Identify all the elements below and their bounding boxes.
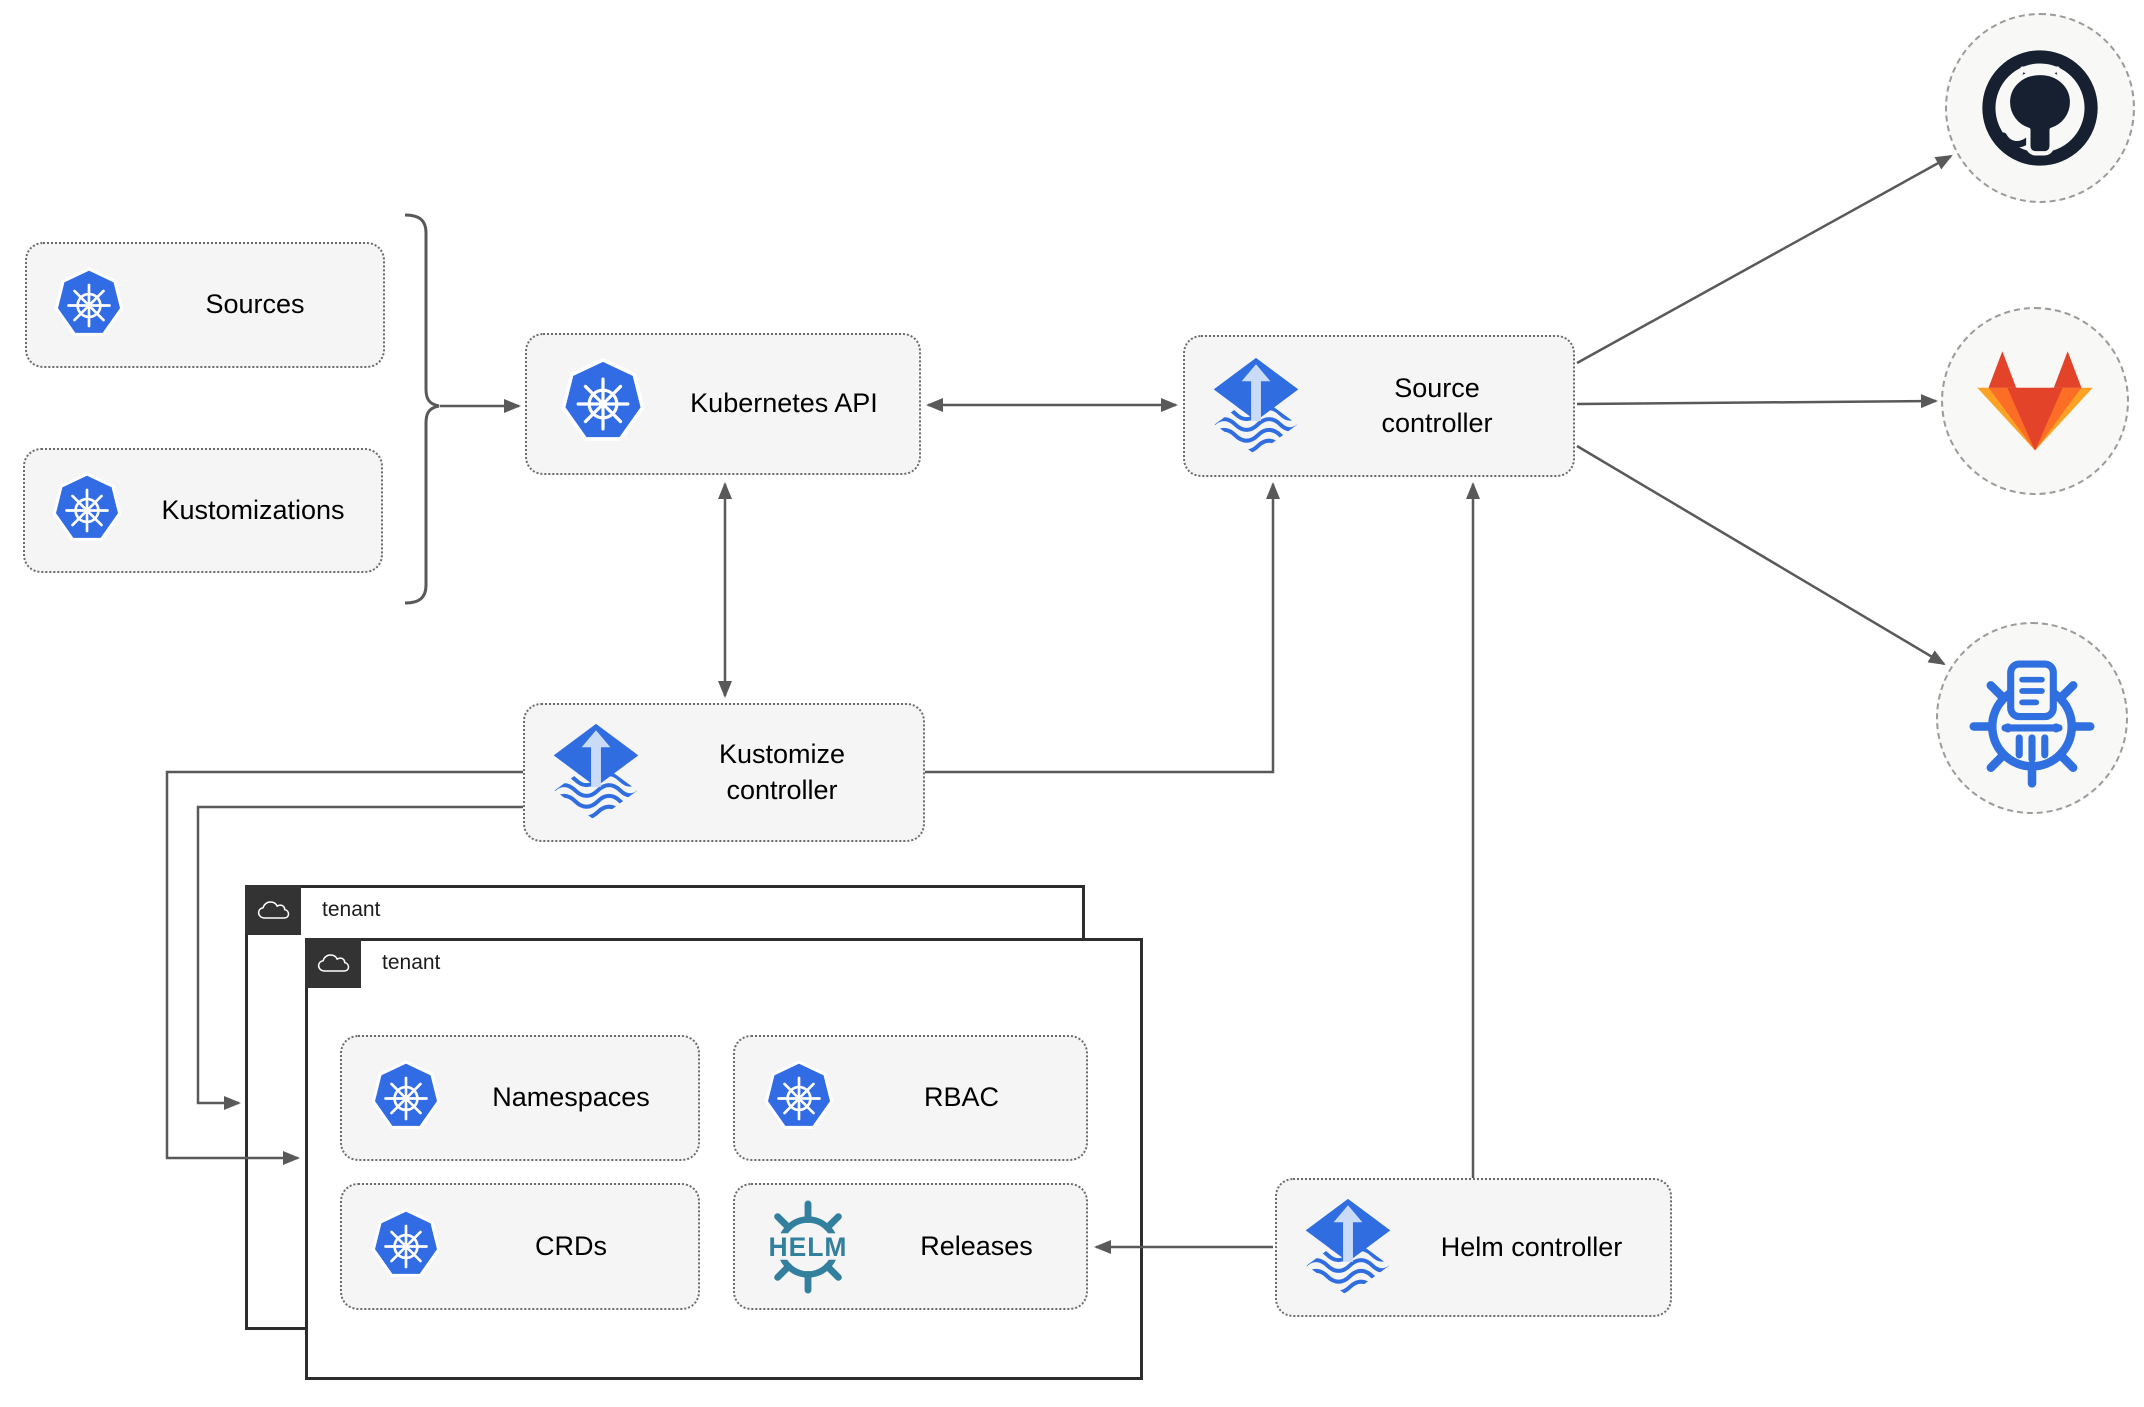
rbac-label: RBAC	[923, 1082, 999, 1113]
helm-controller-label: Helm controller	[1440, 1231, 1623, 1262]
crds-label: CRDs	[535, 1230, 607, 1261]
sources-node: Sources	[25, 242, 385, 368]
releases-node: HELM Releases	[733, 1183, 1088, 1310]
rbac-node: RBAC	[733, 1035, 1088, 1161]
gitlab-node	[1941, 307, 2129, 495]
crds-node: CRDs	[340, 1183, 700, 1310]
kubernetes-icon	[51, 266, 127, 345]
tenant-inner-badge	[305, 938, 361, 988]
source-controller-node: Source controller	[1183, 335, 1575, 477]
namespaces-label: Namespaces	[492, 1082, 650, 1113]
tenant-outer-badge	[245, 885, 301, 935]
kubernetes-icon	[761, 1059, 837, 1138]
registry-node	[1936, 622, 2128, 814]
kustomize-controller-node: Kustomize controller	[523, 703, 925, 842]
gitlab-icon	[1972, 345, 2098, 458]
edge-source-to-gitlab	[1576, 394, 1938, 409]
sources-label: Sources	[205, 289, 305, 320]
edge-kustomize-to-source	[925, 482, 1280, 774]
flux-icon	[1211, 356, 1301, 457]
source-controller-label: Source controller	[1381, 372, 1493, 438]
cloud-icon	[254, 896, 292, 924]
kustomizations-node: Kustomizations	[23, 448, 383, 573]
kustomizations-label: Kustomizations	[161, 494, 345, 525]
helm-icon: HELM	[749, 1198, 867, 1296]
sources-group-brace	[404, 213, 440, 605]
releases-label: Releases	[920, 1230, 1033, 1261]
cloud-icon	[314, 949, 352, 977]
kubernetes-icon	[368, 1207, 444, 1286]
kustomize-controller-label: Kustomize controller	[718, 739, 846, 805]
helm-logo-text: HELM	[769, 1231, 848, 1261]
kubernetes-icon	[49, 471, 125, 550]
kubernetes-api-node: Kubernetes API	[525, 333, 921, 475]
flux-icon	[1303, 1197, 1393, 1298]
kubernetes-api-label: Kubernetes API	[690, 388, 878, 419]
helm-controller-node: Helm controller	[1275, 1178, 1672, 1317]
tenant-outer-label: tenant	[322, 898, 381, 921]
edge-source-to-github	[1576, 154, 1953, 365]
github-icon	[1967, 35, 2113, 181]
github-node	[1945, 13, 2135, 203]
kubernetes-icon	[557, 356, 649, 452]
tenant-inner-label: tenant	[382, 951, 441, 974]
namespaces-node: Namespaces	[340, 1035, 700, 1161]
helm-repository-icon	[1961, 647, 2103, 789]
kubernetes-icon	[368, 1059, 444, 1138]
edge-source-to-registry	[1576, 444, 1946, 666]
flux-icon	[551, 722, 641, 823]
